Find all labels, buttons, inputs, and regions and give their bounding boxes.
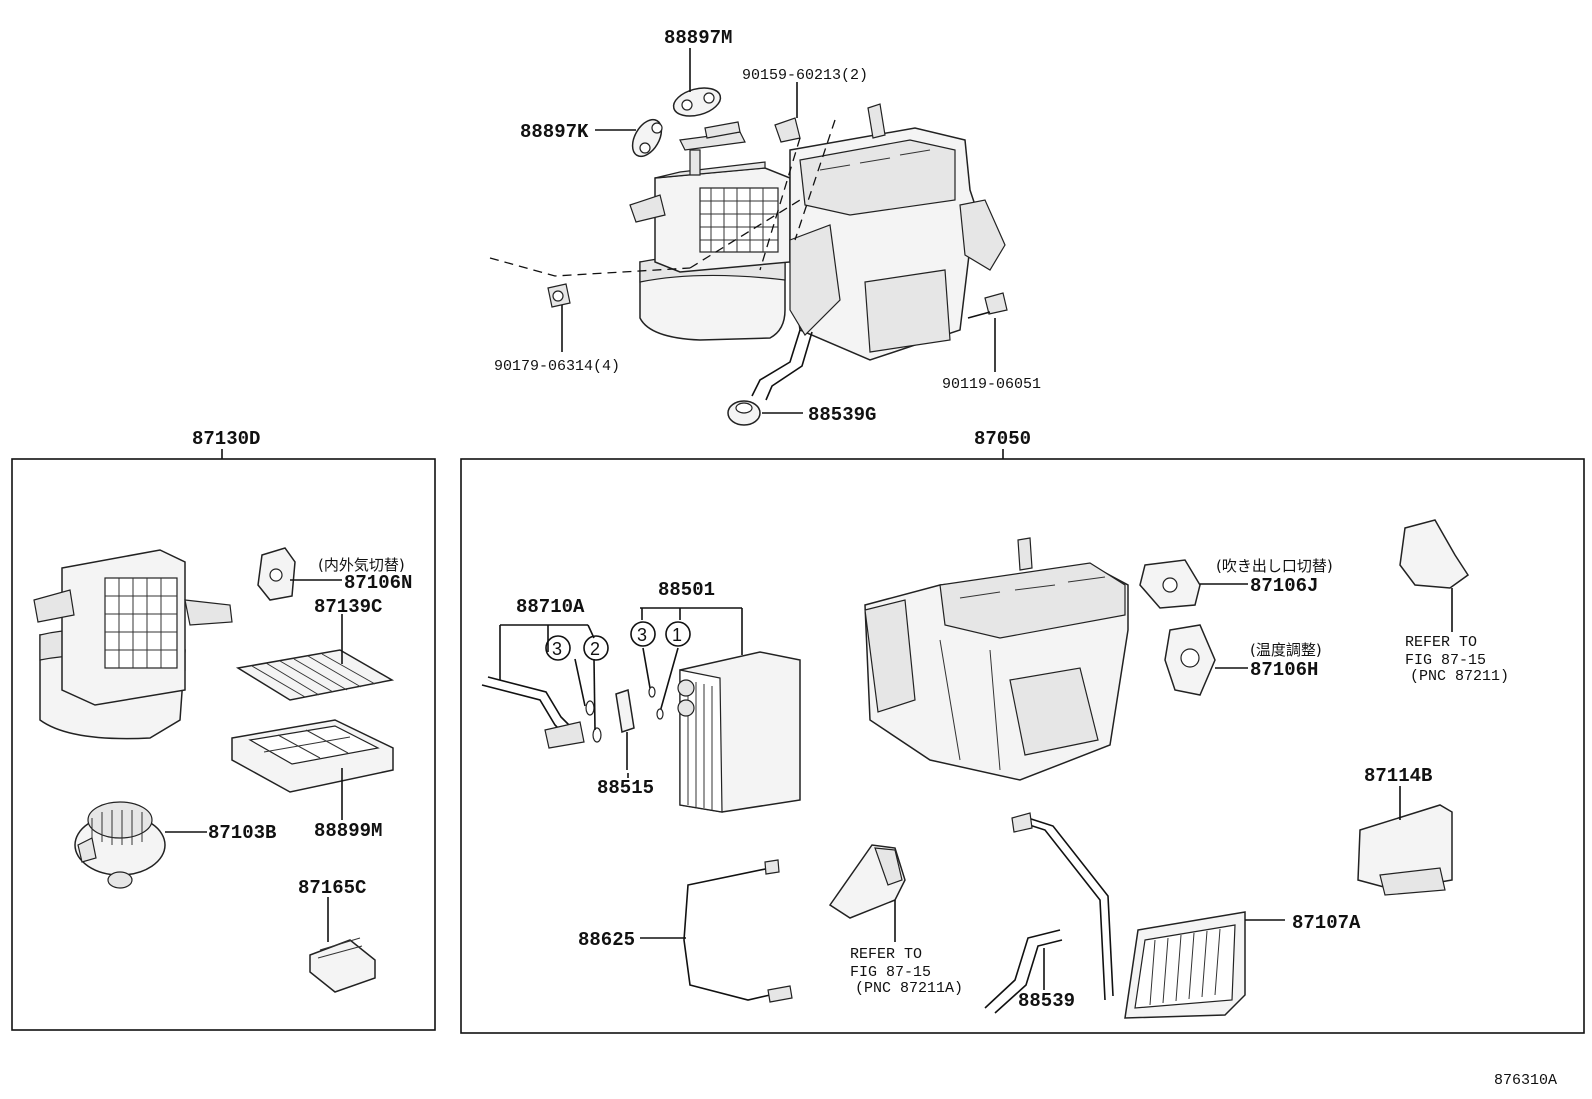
group-box-87050	[460, 458, 1585, 1034]
tube-88710A	[481, 624, 602, 749]
label-88899M: 88899M	[314, 820, 382, 842]
figure-id: 876310A	[1494, 1072, 1557, 1089]
label-88625: 88625	[578, 929, 635, 951]
circle-2: 2	[590, 639, 600, 659]
label-90179-06314: 90179-06314(4)	[494, 358, 620, 375]
label-88897M: 88897M	[664, 27, 732, 49]
note-87106H: (温度調整)	[1250, 641, 1322, 659]
refer-bottom-line2: FIG 87-15	[850, 964, 931, 981]
label-87130D: 87130D	[192, 428, 260, 450]
filter-case-88899M	[231, 719, 394, 793]
refer-bottom-line1: REFER TO	[850, 946, 922, 963]
heater-core-87107A	[1011, 812, 1285, 1019]
label-88710A: 88710A	[516, 596, 585, 618]
label-87139C: 87139C	[314, 596, 382, 618]
label-88501: 88501	[658, 579, 715, 601]
leader-lines-top	[561, 48, 996, 414]
label-87106H: 87106H	[1250, 659, 1318, 681]
label-87050: 87050	[974, 428, 1031, 450]
refer-right-line2: FIG 87-15	[1405, 652, 1486, 669]
refer-bottom-line3: (PNC 87211A)	[855, 980, 963, 997]
label-87106J: 87106J	[1250, 575, 1318, 597]
note-87106J: (吹き出し口切替)	[1216, 557, 1333, 575]
label-87103B: 87103B	[208, 822, 276, 844]
label-87107A: 87107A	[1292, 912, 1361, 934]
leader-lines-left	[165, 579, 343, 942]
heater-case-87050	[864, 537, 1129, 781]
refer-right-line1: REFER TO	[1405, 634, 1477, 651]
note-87106N: (内外気切替)	[318, 556, 405, 574]
label-88539G: 88539G	[808, 404, 876, 426]
circle-3-b: 3	[637, 625, 647, 645]
servo-87106J	[1139, 559, 1248, 609]
circled-numbers: 3 2 3 1	[545, 621, 691, 661]
label-88897K: 88897K	[520, 121, 589, 143]
filter-87139C	[235, 649, 395, 701]
label-90119-06051: 90119-06051	[942, 376, 1041, 393]
refer-right-line3: (PNC 87211)	[1410, 668, 1509, 685]
label-88515: 88515	[597, 777, 654, 799]
heater-unit-assembly-top	[489, 87, 1008, 426]
label-88539: 88539	[1018, 990, 1075, 1012]
circle-1: 1	[672, 625, 682, 645]
duct-refer-bottom	[828, 844, 906, 942]
blower-motor-87103B	[74, 801, 166, 889]
label-87165C: 87165C	[298, 877, 366, 899]
group-box-87130D	[11, 458, 436, 1031]
duct-87114B	[1357, 786, 1453, 896]
part-labels: 88897M 88897K 90159-60213(2) 90179-06314…	[192, 27, 1557, 1089]
leader-lines-right	[627, 773, 686, 939]
thermistor-88515	[615, 689, 635, 770]
duct-refer-right	[1399, 519, 1470, 632]
harness-88625	[683, 859, 793, 1003]
label-87106N: 87106N	[344, 572, 412, 594]
label-87114B: 87114B	[1364, 765, 1432, 787]
blower-assembly-left	[33, 549, 233, 740]
circle-3-a: 3	[552, 639, 562, 659]
resistor-87165C	[309, 937, 376, 993]
servo-87106N	[257, 547, 296, 601]
label-90159-60213: 90159-60213(2)	[742, 67, 868, 84]
hose-88539	[984, 929, 1063, 1014]
evaporator-88501	[640, 607, 801, 813]
servo-87106H	[1164, 624, 1248, 696]
